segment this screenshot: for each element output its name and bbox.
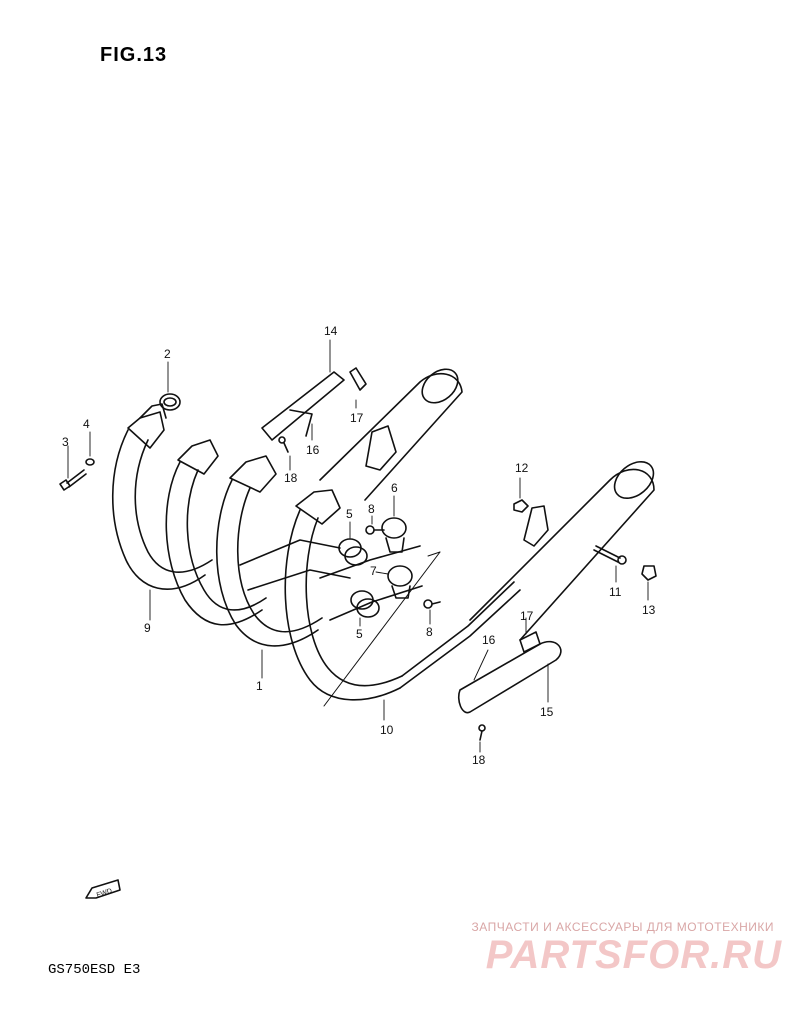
header-pipe-center-left <box>165 439 267 626</box>
callout-2: 2 <box>164 347 171 361</box>
clip-17-lower <box>519 631 541 653</box>
callout-12: 12 <box>515 461 529 475</box>
sleeve-5-lower <box>350 590 380 618</box>
figure-title: FIG.13 <box>100 44 168 66</box>
cap-13 <box>641 565 657 581</box>
callout-18-upper: 18 <box>284 471 298 485</box>
clip-17-upper <box>349 367 367 391</box>
callout-15: 15 <box>540 705 554 719</box>
screw-18-lower <box>478 724 486 741</box>
heat-shield-15 <box>457 640 562 714</box>
callout-17-upper: 17 <box>350 411 364 425</box>
model-code: GS750ESD E3 <box>48 962 141 978</box>
callout-4: 4 <box>83 417 90 431</box>
fwd-tag: FWD <box>96 888 113 900</box>
muffler-right <box>469 460 655 641</box>
callout-10: 10 <box>380 723 394 737</box>
callout-9: 9 <box>144 621 151 635</box>
watermark-logo: PARTSFOR.RU <box>485 933 782 977</box>
callout-17-lower: 17 <box>520 609 534 623</box>
screw-18-upper <box>278 436 289 453</box>
header-pipe-1 <box>215 455 351 647</box>
bolt-8-upper <box>365 525 385 535</box>
callout-1: 1 <box>256 679 263 693</box>
callout-16-lower: 16 <box>482 633 496 647</box>
callout-3: 3 <box>62 435 69 449</box>
callout-13: 13 <box>642 603 656 617</box>
bolt-11 <box>593 545 627 565</box>
callout-7: 7 <box>370 564 377 578</box>
callout-14: 14 <box>324 324 338 338</box>
watermark-tagline: ЗАПЧАСТИ И АКСЕССУАРЫ ДЛЯ МОТОТЕХНИКИ <box>471 920 774 934</box>
clamp-7 <box>387 565 413 599</box>
nut-12 <box>513 499 529 513</box>
sleeve-5-upper <box>338 538 368 566</box>
bolt-3 <box>59 469 87 491</box>
header-pipe-10 <box>284 489 521 701</box>
washer-4 <box>85 458 95 466</box>
bolt-8-lower <box>423 599 441 609</box>
muffler-left <box>319 368 463 501</box>
callout-5-upper: 5 <box>346 507 353 521</box>
callout-8-lower: 8 <box>426 625 433 639</box>
callout-11: 11 <box>609 585 622 599</box>
callout-8-upper: 8 <box>368 502 375 516</box>
header-pipe-9 <box>111 403 213 590</box>
clamp-6 <box>381 517 407 553</box>
callout-6: 6 <box>391 481 398 495</box>
callout-18-lower: 18 <box>472 753 486 767</box>
fwd-arrow <box>85 879 121 899</box>
callout-16-upper: 16 <box>306 443 320 457</box>
callout-5-lower: 5 <box>356 627 363 641</box>
heat-shield-14 <box>261 371 345 441</box>
gasket-2 <box>159 393 181 411</box>
